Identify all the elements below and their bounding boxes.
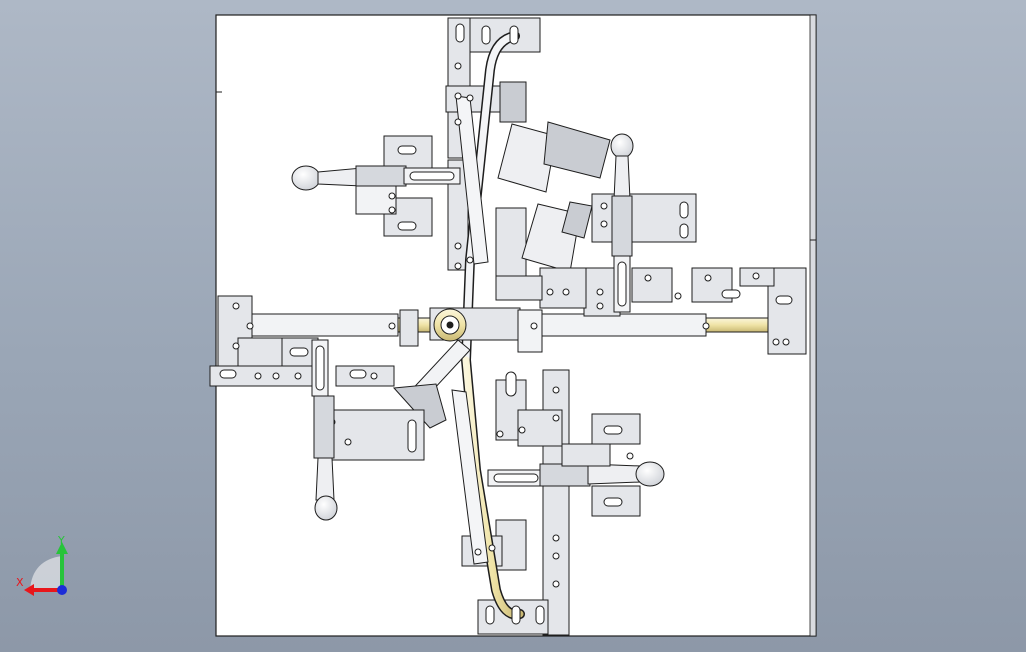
z-axis-dot (57, 585, 67, 595)
toggle-clamp-top-left (291, 165, 461, 191)
toggle-clamp-bottom-left (311, 339, 338, 521)
diagonal-brace (392, 339, 471, 429)
plate-slots (219, 23, 793, 625)
coordinate-triad (24, 542, 68, 596)
toggle-clamp-top-right (610, 133, 634, 313)
triad-y-label: Y (57, 534, 65, 547)
center-hub (429, 307, 543, 353)
angled-clamp-blocks (497, 121, 611, 273)
diagonal-slide-bar (451, 95, 489, 565)
toggle-clamp-bottom-right (487, 443, 665, 487)
triad-x-label: X (16, 576, 24, 589)
